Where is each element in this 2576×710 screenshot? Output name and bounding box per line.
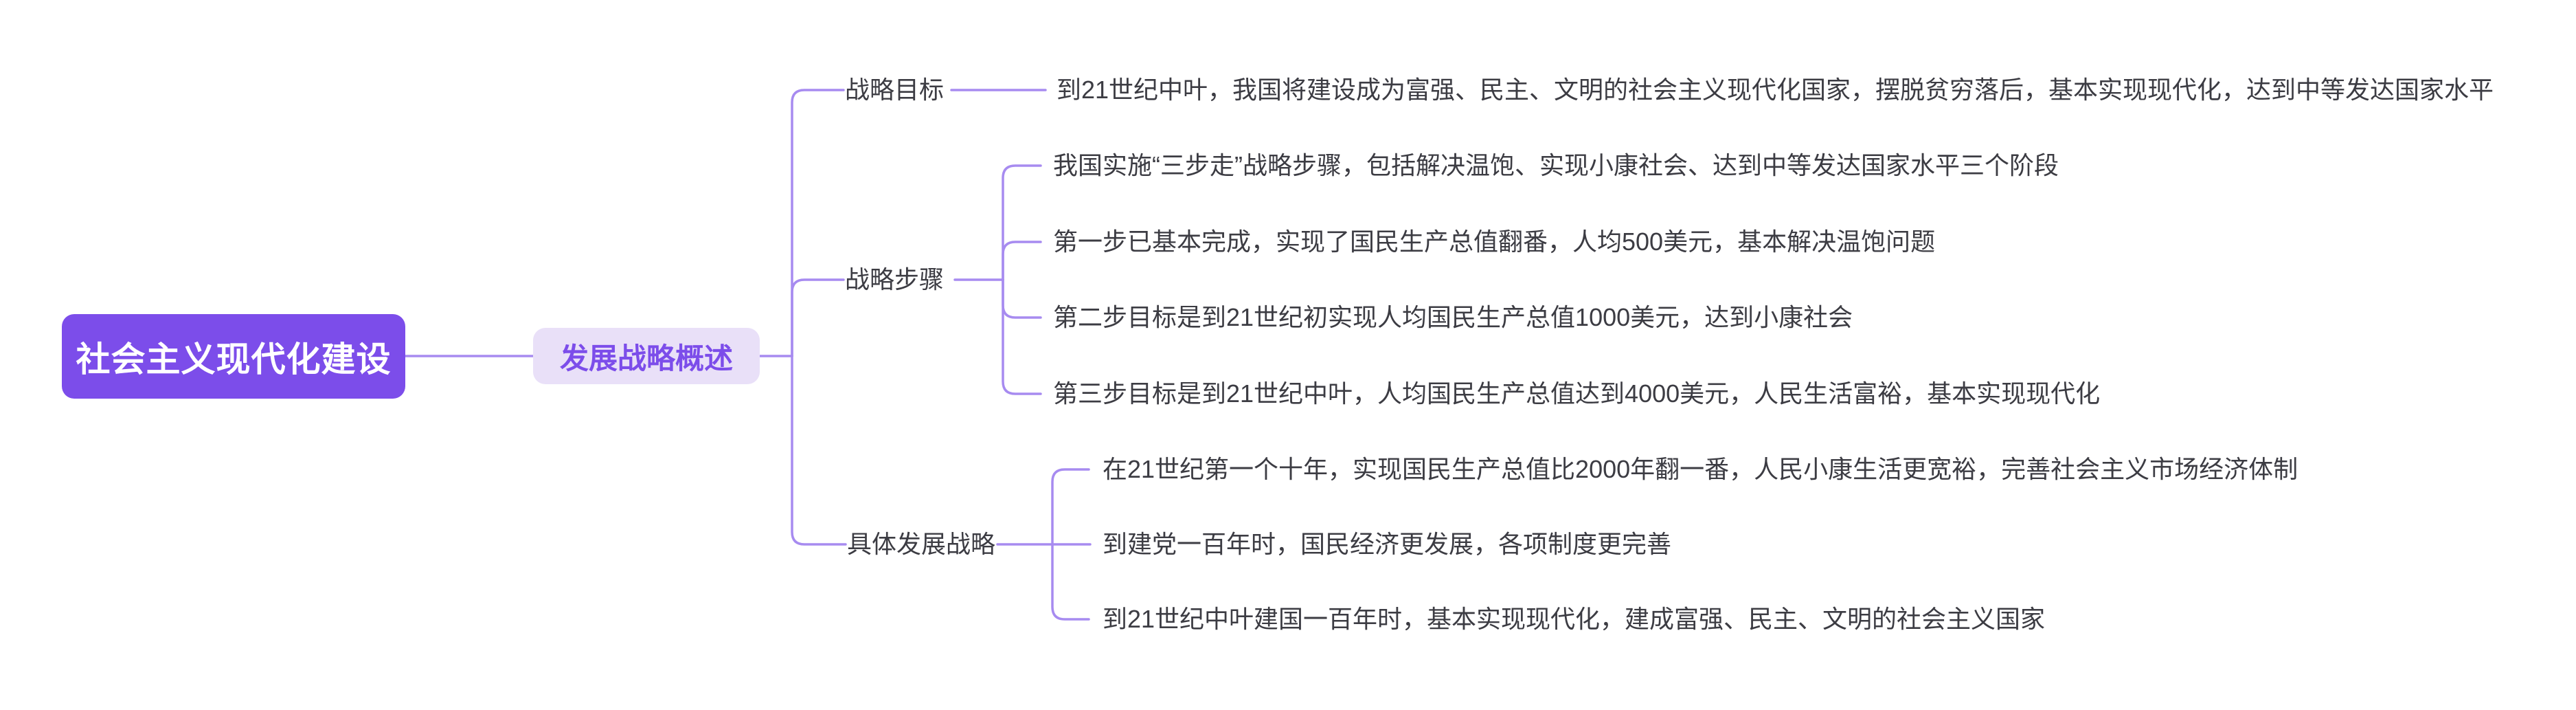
root-node[interactable]: 社会主义现代化建设	[62, 314, 405, 399]
link-trunk-to-branch-steps	[791, 278, 845, 357]
link-concrete-leaf-0	[1051, 468, 1090, 546]
link-steps-leaf-1	[1002, 241, 1042, 281]
leaf-node[interactable]: 在21世纪第一个十年，实现国民生产总值比2000年翻一番，人民小康生活更宽裕，完…	[1103, 455, 2298, 483]
link-steps-leaf-3	[1002, 278, 1042, 395]
leaf-node[interactable]: 第三步目标是到21世纪中叶，人均国民生产总值达到4000美元，人民生活富裕，基本…	[1053, 379, 2101, 408]
branch-label-strategic-goal[interactable]: 战略目标	[845, 76, 945, 104]
leaf-node[interactable]: 到21世纪中叶建国一百年时，基本实现现代化，建成富强、民主、文明的社会主义国家	[1103, 605, 2046, 633]
leaf-node[interactable]: 到21世纪中叶，我国将建设成为富强、民主、文明的社会主义现代化国家，摆脱贫穷落后…	[1057, 76, 2494, 104]
leaf-node[interactable]: 到建党一百年时，国民经济更发展，各项制度更完善	[1103, 530, 1672, 558]
link-steps-leaf-2	[1002, 278, 1042, 319]
link-trunk-to-branch-concrete	[791, 355, 847, 546]
link-trunk-to-branch-goal	[791, 89, 845, 357]
leaf-node[interactable]: 第一步已基本完成，实现了国民生产总值翻番，人均500美元，基本解决温饱问题	[1053, 228, 1936, 256]
leaf-node[interactable]: 第二步目标是到21世纪初实现人均国民生产总值1000美元，达到小康社会	[1053, 303, 1853, 331]
branch-label-concrete-strategy[interactable]: 具体发展战略	[847, 530, 996, 558]
leaf-node[interactable]: 我国实施“三步走”战略步骤，包括解决温饱、实现小康社会、达到中等发达国家水平三个…	[1053, 151, 2059, 179]
link-concrete-leaf-2	[1051, 543, 1090, 621]
link-steps-leaf-0	[1002, 164, 1042, 281]
branch-label-strategic-steps[interactable]: 战略步骤	[845, 265, 945, 293]
node-development-strategy-overview[interactable]: 发展战略概述	[533, 328, 760, 384]
